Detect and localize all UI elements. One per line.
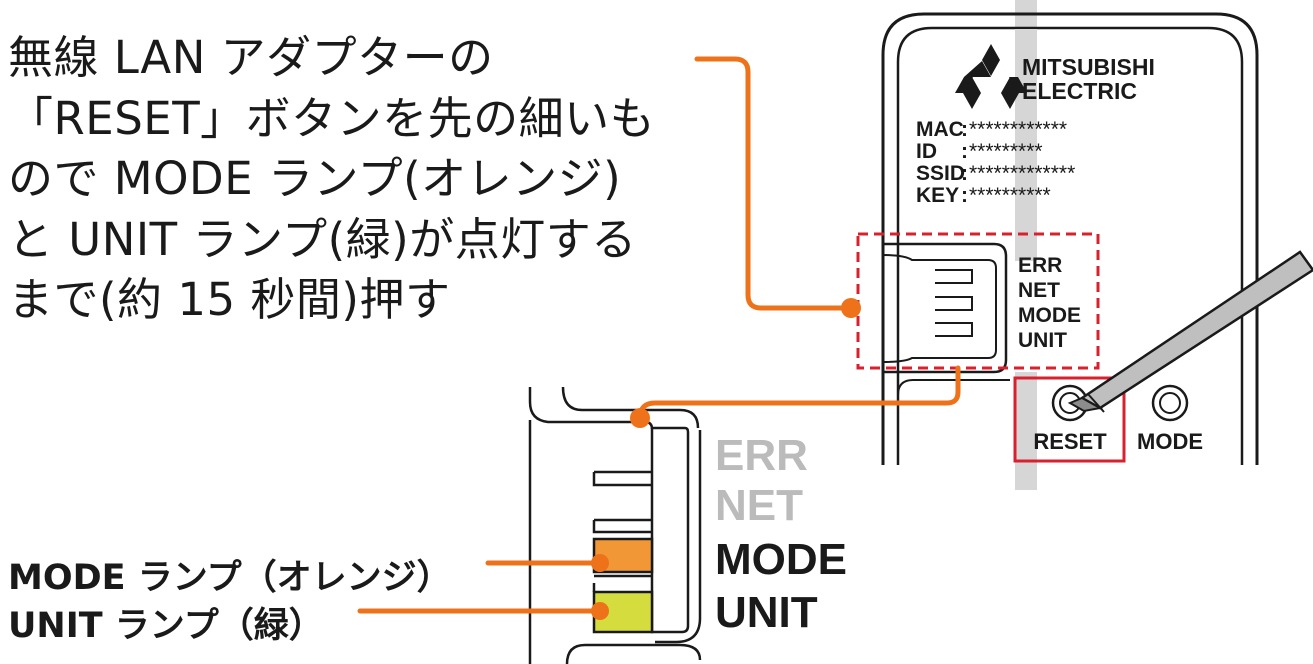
- zoom-lamp-labels: ERR NET MODE UNIT: [715, 431, 847, 637]
- lamp-label-err: ERR: [1018, 254, 1062, 277]
- reset-button-label: RESET: [1033, 429, 1107, 454]
- logo-diamonds-lower: [955, 61, 1027, 93]
- wireless-lan-adapter: MITSUBISHI ELECTRIC MAC : ************ I…: [856, 0, 1313, 490]
- leader-instruction: [694, 56, 854, 311]
- zoom-label-net: NET: [715, 481, 803, 530]
- three-diamonds-logo: [963, 44, 1019, 109]
- brand-name-line2: ELECTRIC: [1022, 78, 1137, 104]
- info-key-mac: MAC: [916, 118, 964, 141]
- zoom-label-mode: MODE: [715, 535, 847, 584]
- mode-lamp-lit: [592, 537, 654, 574]
- lamp-labels-small: ERR NET MODE UNIT: [1018, 254, 1081, 352]
- zoom-lamp-slots: [592, 470, 652, 534]
- info-value-id: *********: [969, 140, 1043, 163]
- adapter-body-outline: [881, 12, 1259, 465]
- info-sep: :: [961, 118, 968, 141]
- lamp-window-outline: [883, 242, 1008, 374]
- instruction-line: 「RESET」ボタンを先の細いも: [8, 91, 656, 145]
- zoom-label-unit: UNIT: [715, 588, 818, 637]
- lamp-label-unit: UNIT: [1018, 329, 1067, 352]
- instruction-line: まで(約 15 秒間)押す: [8, 273, 451, 326]
- reset-button-highlight: [1013, 376, 1126, 463]
- instruction-line: 無線 LAN アダプターの: [8, 31, 494, 84]
- lower-window-outline: [897, 379, 1010, 465]
- info-rows: MAC : ************ ID : ********* SSID :…: [916, 118, 1075, 207]
- pen-stylus: [1067, 250, 1313, 413]
- leader-lines: [357, 56, 961, 614]
- info-value-ssid: *************: [969, 162, 1075, 185]
- mode-lamp-callout: MODE ランプ（オレンジ）: [8, 558, 452, 598]
- lamp-window-inner: [882, 254, 997, 363]
- zoom-panel-right-inner: [650, 426, 690, 634]
- info-sep: :: [961, 162, 968, 185]
- lamp-indicators-small: [935, 269, 973, 337]
- instruction-line: ので MODE ランプ(オレンジ): [8, 152, 622, 205]
- brand-name-line1: MITSUBISHI: [1022, 54, 1155, 80]
- lamp-label-net: NET: [1018, 279, 1060, 302]
- zoom-panel-top-outline: [528, 387, 654, 430]
- info-key-key: KEY: [916, 184, 959, 207]
- zoom-panel-top-inner: [561, 386, 700, 429]
- info-value-mac: ************: [969, 118, 1067, 141]
- mode-button[interactable]: [1151, 384, 1189, 422]
- instruction-text: 無線 LAN アダプターの 「RESET」ボタンを先の細いも ので MODE ラ…: [8, 28, 708, 331]
- mode-button-label: MODE: [1137, 429, 1203, 454]
- info-value-key: **********: [969, 184, 1051, 207]
- zoom-panel-right-outer: [655, 430, 702, 644]
- leader-dots: [591, 298, 861, 620]
- lamp-label-mode: MODE: [1018, 304, 1081, 327]
- zoom-label-err: ERR: [715, 431, 808, 480]
- instruction-line: と UNIT ランプ(緑)が点灯する: [8, 212, 637, 266]
- info-sep: :: [961, 140, 968, 163]
- zoomed-lamp-panel: ERR NET MODE UNIT: [528, 386, 847, 664]
- unit-lamp-callout: UNIT ランプ（緑）: [8, 606, 324, 646]
- info-key-ssid: SSID: [916, 162, 965, 185]
- zoom-panel-bottom-outline: [565, 643, 702, 664]
- info-key-id: ID: [916, 140, 937, 163]
- info-sep: :: [961, 184, 968, 207]
